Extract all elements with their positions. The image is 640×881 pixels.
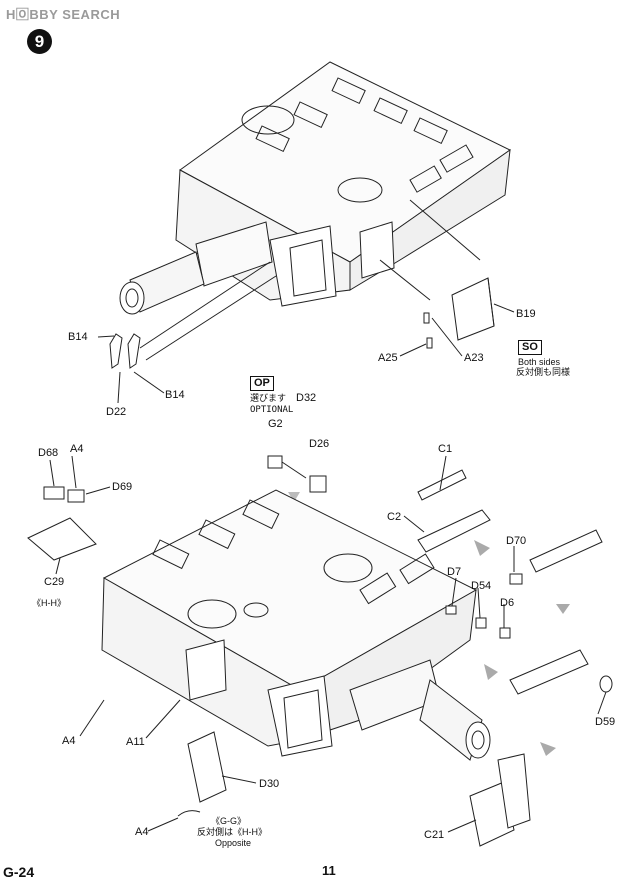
both-sides-badge: SO (518, 340, 542, 355)
label-d70: D70 (506, 535, 527, 547)
label-d6: D6 (500, 597, 515, 609)
optional-en: OPTIONAL (250, 405, 294, 415)
label-d30: D30 (259, 778, 280, 790)
optional-badge: OP (250, 376, 274, 391)
both-sides-jp: 反対側も同様 (516, 367, 571, 377)
label-a11: A11 (126, 736, 145, 748)
optional-parts-drawing (267, 455, 327, 502)
label-a4-bottom: A4 (135, 826, 149, 838)
label-d26: D26 (309, 438, 330, 450)
both-sides-en: Both sides (518, 357, 561, 367)
label-d7: D7 (447, 566, 462, 578)
upper-hull-drawing (97, 61, 515, 404)
watermark: H🄾BBY SEARCH (6, 7, 121, 22)
label-d54: D54 (471, 580, 492, 592)
label-c29: C29 (44, 576, 65, 588)
label-c2: C2 (387, 511, 402, 523)
label-b14-top: B14 (68, 331, 88, 343)
optional-jp: 選びます (250, 393, 287, 403)
label-d68: D68 (38, 447, 59, 459)
label-g2: G2 (268, 418, 283, 430)
label-d69: D69 (112, 481, 133, 493)
step-number: 9 (27, 29, 52, 54)
label-a4-top: A4 (70, 443, 84, 455)
gg-note: 《G-G》 (211, 816, 246, 826)
hh-note: 《H-H》 (32, 598, 66, 608)
footer-code: G-24 (3, 864, 35, 880)
label-c21: C21 (424, 829, 445, 841)
label-b14-bottom: B14 (165, 389, 185, 401)
label-d22: D22 (106, 406, 127, 418)
label-c1: C1 (438, 443, 453, 455)
label-b19: B19 (516, 308, 536, 320)
gg-en: Opposite (215, 838, 252, 848)
label-a4-left: A4 (62, 735, 76, 747)
label-d32: D32 (296, 392, 317, 404)
gg-jp: 反対側は《H-H》 (197, 827, 267, 837)
label-d59: D59 (595, 716, 616, 728)
label-a23: A23 (464, 352, 484, 364)
page-number: 11 (322, 863, 336, 878)
label-a25: A25 (378, 352, 398, 364)
lower-hull-drawing (27, 455, 613, 847)
